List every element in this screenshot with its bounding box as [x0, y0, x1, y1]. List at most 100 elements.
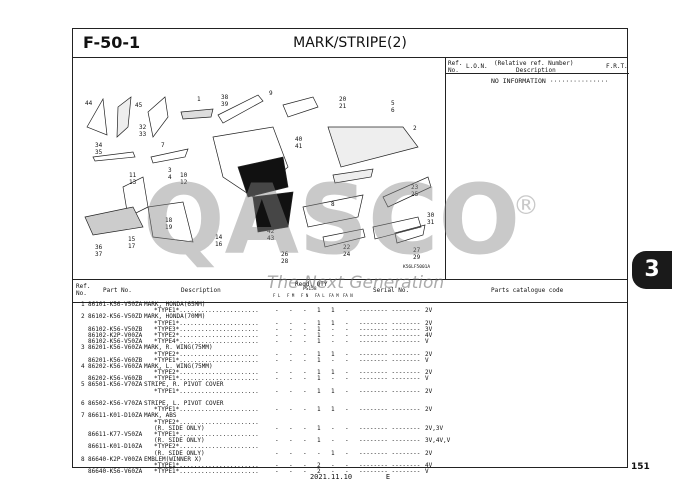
row-ref: 6 [81, 400, 85, 407]
part-23 [382, 176, 432, 208]
svg-text:32: 32 [139, 124, 147, 131]
row-serial: -------- -------- [359, 424, 421, 432]
row-qty: 1 [331, 449, 335, 457]
row-qty: - [331, 461, 335, 469]
row-description: MARK, ABS [144, 412, 177, 420]
svg-text:36: 36 [95, 244, 103, 251]
reference-info: NO INFORMATION ··············· [491, 77, 609, 85]
row-description: (R. SIDE ONLY) [154, 424, 205, 432]
part-42 [302, 194, 364, 228]
row-description: MARK, R. WING(75MM) [144, 344, 213, 352]
row-serial: -------- -------- [359, 319, 421, 327]
row-part-no: 86611-K01-D10ZA [88, 412, 143, 420]
row-description: MARK, HONDA(70MM) [144, 313, 206, 321]
row-qty: - [303, 350, 307, 358]
svg-text:7: 7 [161, 142, 165, 149]
row-qty: 1 [331, 307, 335, 315]
row-qty: - [289, 449, 293, 457]
type-column-label: FA L [315, 293, 325, 298]
svg-text:15: 15 [128, 236, 136, 243]
type-column-label: FA N [343, 293, 353, 298]
row-qty: - [303, 325, 307, 333]
row-serial: -------- -------- [359, 356, 421, 364]
row-description: STRIPE, R. PIVOT COVER [144, 381, 224, 389]
svg-text:42: 42 [267, 228, 275, 235]
row-part-no: 86201-K56-V60ZA [88, 344, 143, 352]
row-ref: 4 [81, 362, 85, 370]
row-qty: - [345, 424, 349, 432]
drawing-code: K56LF5001A [403, 264, 430, 270]
row-description: STRIPE, L. PIVOT COVER [144, 400, 224, 407]
part-38 [217, 94, 264, 124]
row-qty: - [289, 319, 293, 327]
row-qty: - [345, 468, 349, 476]
row-catalogue-code: 4V [425, 331, 433, 339]
svg-text:44: 44 [85, 100, 93, 107]
row-qty: - [345, 319, 349, 327]
row-qty: 1 [317, 356, 321, 364]
row-qty: - [275, 319, 279, 327]
row-qty: - [303, 338, 307, 346]
row-qty: - [345, 437, 349, 445]
row-serial: -------- -------- [359, 307, 421, 315]
row-ref: 3 [81, 344, 85, 352]
svg-text:34: 34 [95, 142, 103, 149]
row-qty: - [289, 307, 293, 315]
row-qty: - [289, 468, 293, 476]
row-description: (R. SIDE ONLY) [154, 449, 205, 457]
row-qty: - [289, 406, 293, 414]
column-header: Ref. No. Part No. Description Reqd. QTY … [73, 279, 627, 303]
table-row: 86640-K56-V60ZA*TYPE1*..................… [73, 468, 627, 476]
part-14 [252, 191, 294, 233]
svg-text:23: 23 [411, 184, 419, 191]
table-row: 86611-K01-D10ZA*TYPE2*..................… [73, 444, 627, 450]
row-qty: 1 [331, 406, 335, 414]
row-qty: - [345, 356, 349, 364]
part-32 [147, 96, 169, 138]
row-qty: - [331, 468, 335, 476]
row-qty: - [275, 424, 279, 432]
row-description: *TYPE2*...................... [154, 350, 259, 358]
table-row: 86201-K56-V60ZB*TYPE1*..................… [73, 356, 627, 364]
svg-text:24: 24 [343, 251, 351, 258]
section-code: F-50-1 [83, 33, 141, 52]
type-column-label: F L [273, 293, 281, 298]
svg-text:28: 28 [281, 258, 289, 265]
table-row: 86102-K56-V50ZB*TYPE3*..................… [73, 325, 627, 333]
part-18 [147, 201, 194, 243]
row-qty: 1 [317, 338, 321, 346]
row-serial: -------- -------- [359, 369, 421, 377]
svg-text:41: 41 [295, 143, 303, 150]
row-part-no: 86102-K56-V50ZD [88, 313, 143, 321]
row-qty: - [275, 375, 279, 383]
row-qty: 1 [317, 319, 321, 327]
row-serial: -------- -------- [359, 468, 421, 476]
row-qty: - [345, 375, 349, 383]
part-45 [116, 96, 132, 138]
row-qty: 1 [317, 369, 321, 377]
row-qty: - [345, 449, 349, 457]
row-qty: - [331, 331, 335, 339]
row-qty: - [331, 356, 335, 364]
svg-text:37: 37 [95, 251, 103, 258]
svg-text:20: 20 [339, 96, 347, 103]
row-qty: - [303, 406, 307, 414]
part-44 [86, 97, 108, 136]
row-qty: - [289, 424, 293, 432]
row-part-no: 86502-K56-V70ZA [88, 400, 143, 407]
row-ref: 2 [81, 313, 85, 321]
row-description: *TYPE1*...................... [154, 375, 259, 383]
row-qty: - [275, 369, 279, 377]
row-catalogue-code: V [425, 375, 429, 383]
svg-text:19: 19 [165, 224, 173, 231]
section-tab[interactable]: 3 [632, 251, 672, 289]
type-column-label: F N [301, 293, 309, 298]
row-qty: - [275, 350, 279, 358]
row-description: *TYPE2*...................... [154, 418, 259, 426]
row-qty: - [289, 437, 293, 445]
svg-text:33: 33 [139, 131, 147, 138]
